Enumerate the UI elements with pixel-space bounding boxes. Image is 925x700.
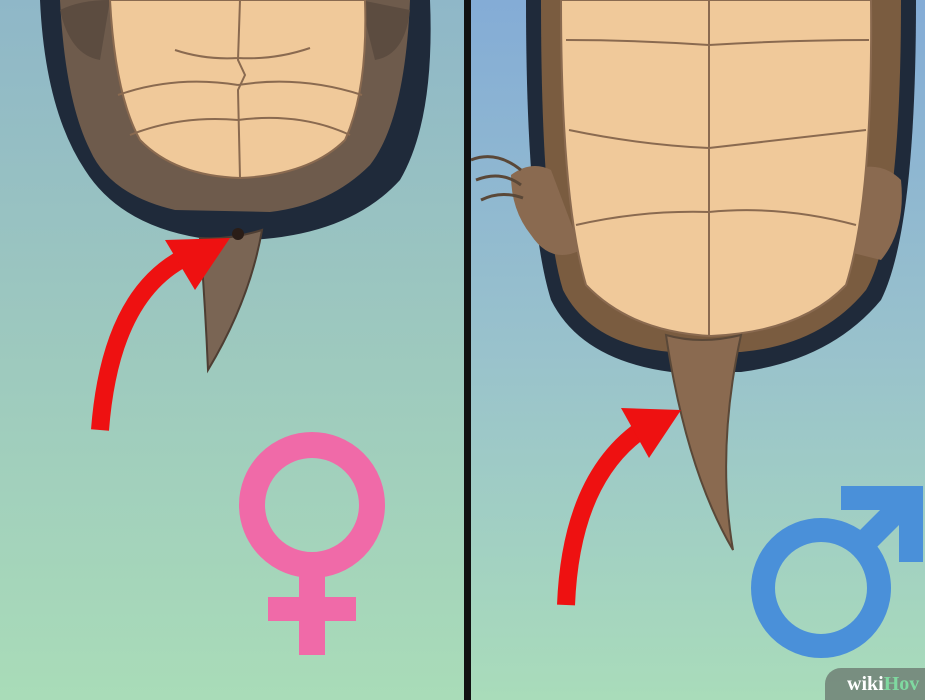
female-symbol	[252, 445, 372, 655]
female-turtle-illustration	[0, 0, 464, 700]
male-turtle-panel: wikiHov	[471, 0, 925, 700]
male-symbol	[763, 486, 923, 646]
red-arrow	[100, 260, 180, 430]
female-turtle-panel	[0, 0, 464, 700]
vent	[232, 228, 244, 240]
tail	[666, 335, 741, 550]
wikihow-watermark: wikiHov	[825, 668, 925, 700]
male-turtle-illustration	[471, 0, 925, 700]
panel-divider	[464, 0, 471, 700]
red-arrow	[566, 430, 641, 605]
plastron	[561, 0, 871, 336]
